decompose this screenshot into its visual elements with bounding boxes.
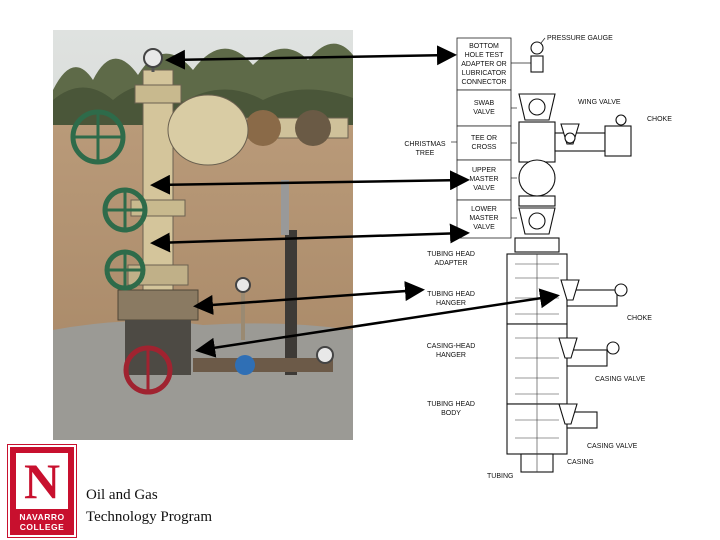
wellhead-photo <box>53 30 353 440</box>
svg-text:VALVE: VALVE <box>473 109 495 116</box>
svg-text:SWAB: SWAB <box>474 100 495 107</box>
svg-text:MASTER: MASTER <box>469 215 498 222</box>
logo-letter: N <box>16 453 68 509</box>
logo-line-1: NAVARRO <box>10 512 74 522</box>
logo-line-2: COLLEGE <box>10 522 74 532</box>
svg-text:TUBING HEAD: TUBING HEAD <box>427 251 475 258</box>
schematic-tree <box>507 42 631 472</box>
svg-text:HANGER: HANGER <box>436 300 466 307</box>
svg-text:LUBRICATOR: LUBRICATOR <box>462 70 506 77</box>
svg-text:CASING-HEAD: CASING-HEAD <box>427 343 476 350</box>
svg-text:ADAPTER OR: ADAPTER OR <box>461 61 507 68</box>
label-casing: CASING <box>567 459 594 466</box>
label-tubing: TUBING <box>487 473 513 480</box>
svg-text:TUBING HEAD: TUBING HEAD <box>427 401 475 408</box>
label-christmas-tree: CHRISTMAS TREE <box>404 141 446 157</box>
program-title: Oil and Gas Technology Program <box>86 484 212 528</box>
label-tubing-head-hanger: TUBING HEAD HANGER <box>427 291 475 307</box>
svg-text:HANGER: HANGER <box>436 352 466 359</box>
program-title-line-1: Oil and Gas <box>86 484 212 506</box>
label-upper-master-valve: UPPER MASTER VALVE <box>469 167 498 192</box>
label-lower-master-valve: LOWER MASTER VALVE <box>469 206 498 231</box>
svg-text:CROSS: CROSS <box>472 144 497 151</box>
wellhead-schematic: BOTTOM HOLE TEST ADAPTER OR LUBRICATOR C… <box>395 28 685 488</box>
svg-text:MASTER: MASTER <box>469 176 498 183</box>
label-casing-valve-2: CASING VALVE <box>587 443 638 450</box>
label-wing-valve: WING VALVE <box>578 99 621 106</box>
program-title-line-2: Technology Program <box>86 506 212 528</box>
svg-text:VALVE: VALVE <box>473 185 495 192</box>
svg-text:UPPER: UPPER <box>472 167 496 174</box>
svg-text:TUBING HEAD: TUBING HEAD <box>427 291 475 298</box>
svg-text:VALVE: VALVE <box>473 224 495 231</box>
label-tubing-head-adapter: TUBING HEAD ADAPTER <box>427 251 475 267</box>
label-choke-mid: CHOKE <box>627 315 652 322</box>
label-casing-valve-1: CASING VALVE <box>595 376 646 383</box>
label-choke-top: CHOKE <box>647 116 672 123</box>
label-casing-head-hanger: CASING-HEAD HANGER <box>427 343 476 359</box>
svg-text:BOTTOM: BOTTOM <box>469 43 499 50</box>
svg-text:TEE OR: TEE OR <box>471 135 497 142</box>
svg-text:CHRISTMAS: CHRISTMAS <box>404 141 446 148</box>
svg-text:LOWER: LOWER <box>471 206 497 213</box>
navarro-college-logo: N NAVARRO COLLEGE <box>8 445 76 537</box>
svg-text:ADAPTER: ADAPTER <box>434 260 467 267</box>
svg-text:HOLE TEST: HOLE TEST <box>465 52 504 59</box>
svg-text:TREE: TREE <box>416 150 435 157</box>
label-tubing-head-body: TUBING HEAD BODY <box>427 401 475 417</box>
svg-text:CONNECTOR: CONNECTOR <box>462 79 507 86</box>
svg-text:BODY: BODY <box>441 410 461 417</box>
label-pressure-gauge: PRESSURE GAUGE <box>547 35 613 42</box>
